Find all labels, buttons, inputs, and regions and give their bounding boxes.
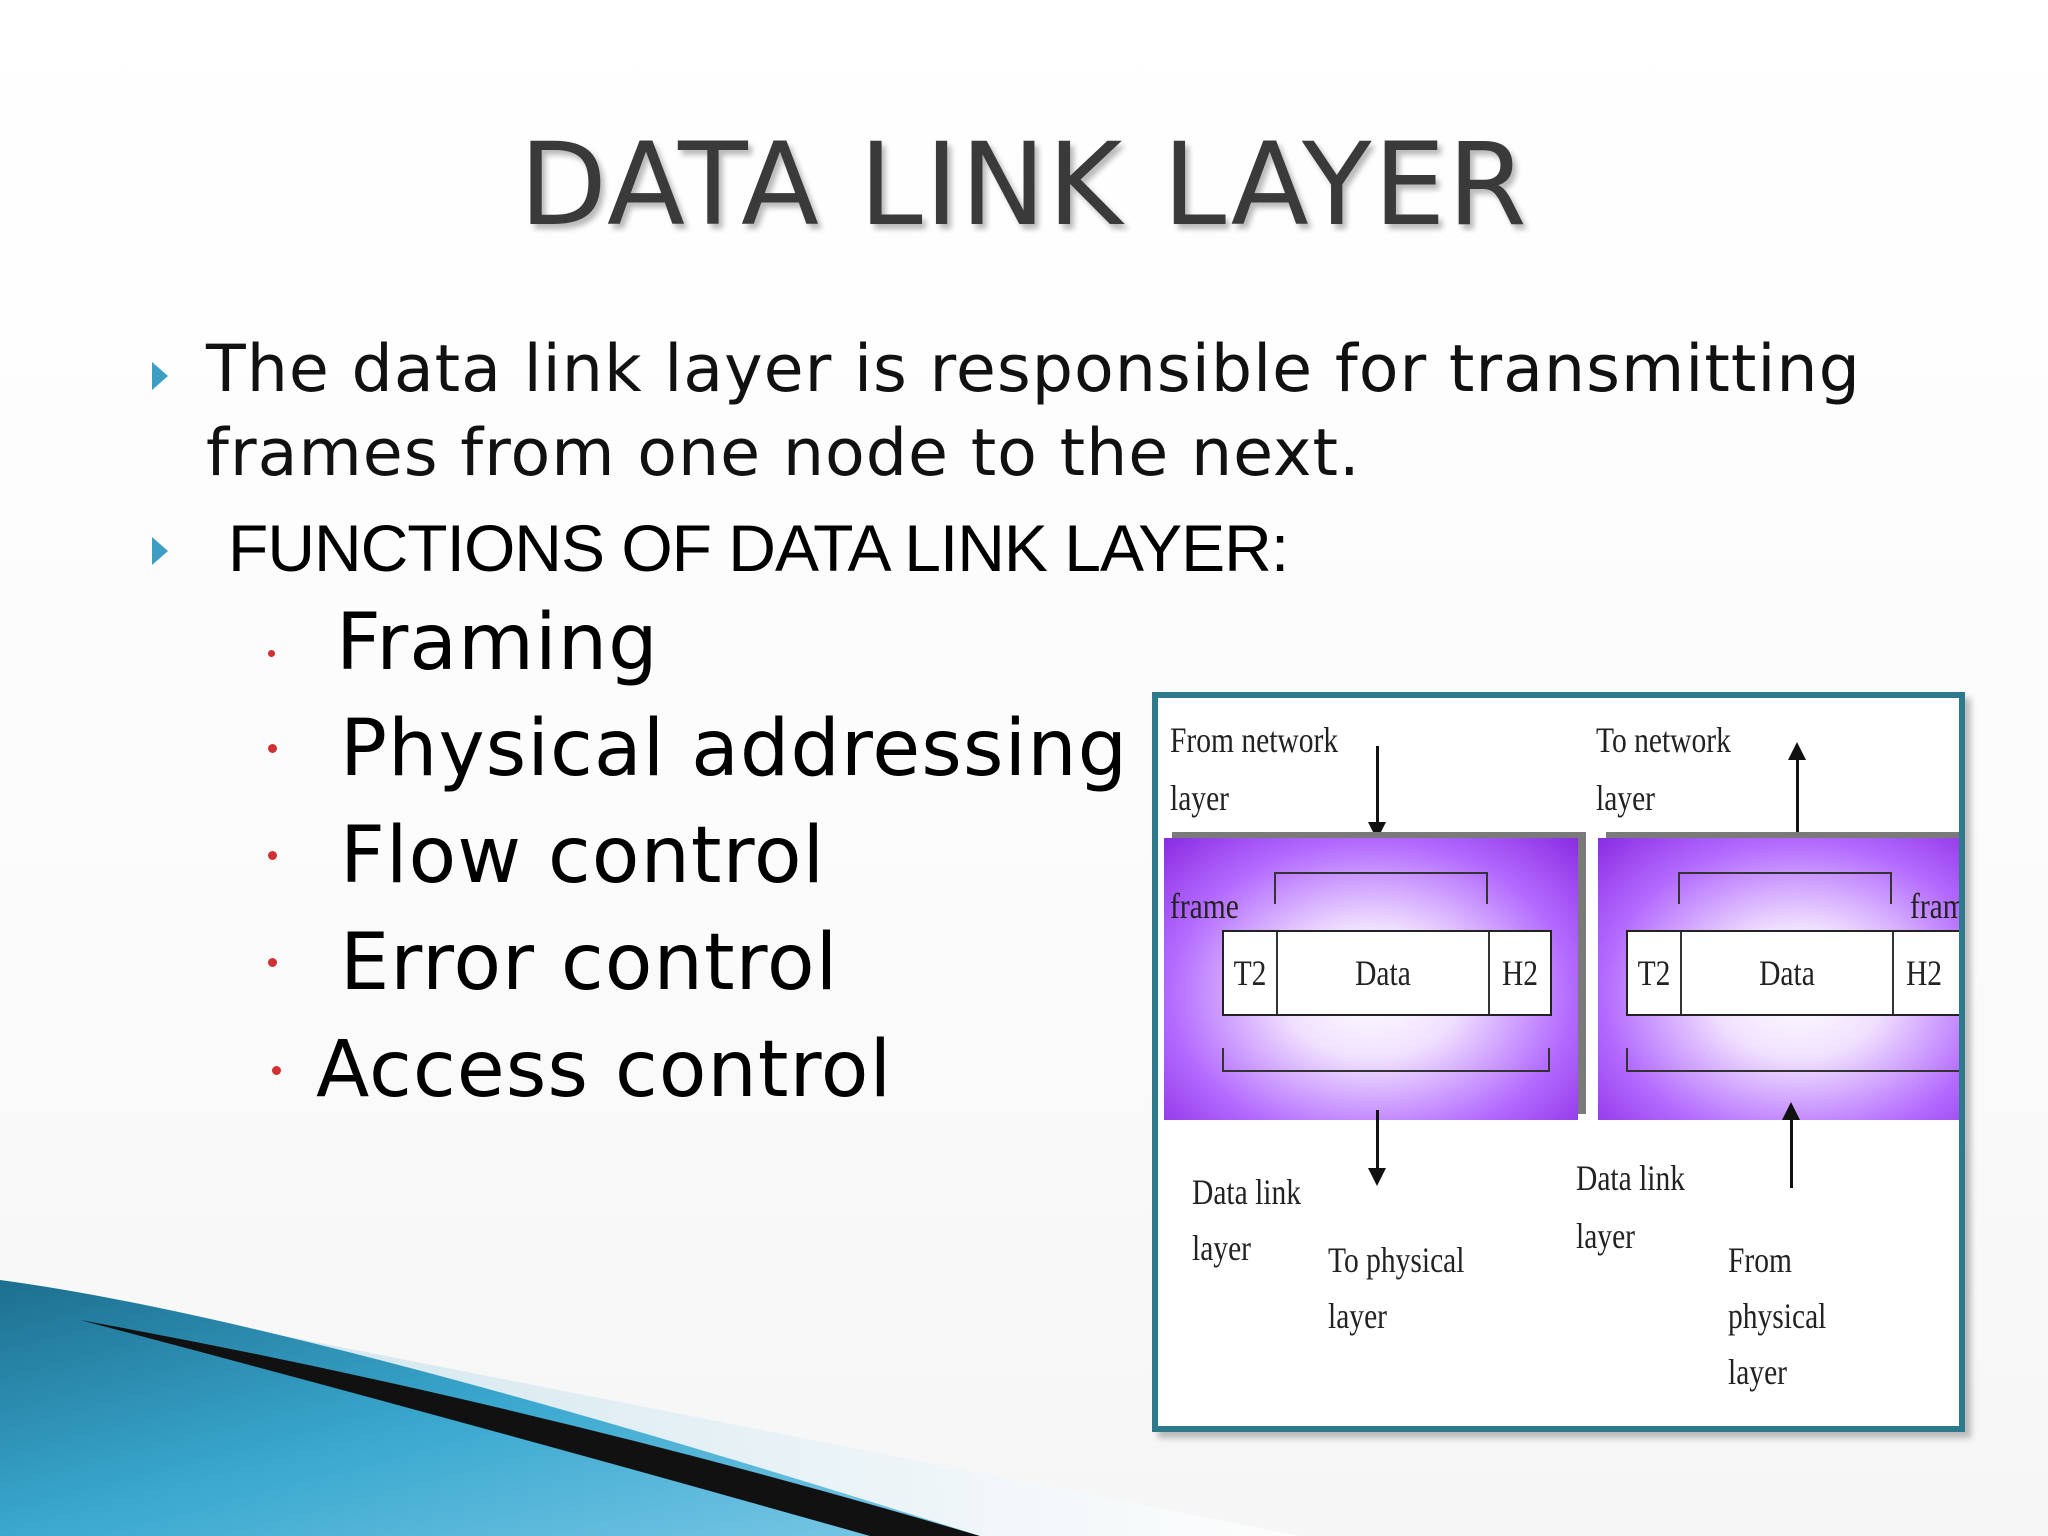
frame-cells: T2 Data H2 bbox=[1626, 930, 1959, 1016]
cell-header: H2 bbox=[1501, 953, 1539, 993]
frame-bracket-top bbox=[1678, 872, 1892, 904]
function-item: Physical addressing bbox=[340, 704, 1129, 794]
arrow-head-icon bbox=[1782, 1102, 1800, 1120]
arrow-down-icon bbox=[1376, 1110, 1379, 1170]
cell-trailer: T2 bbox=[1637, 953, 1671, 993]
sub-bullet-dot-icon bbox=[268, 744, 277, 753]
cell-trailer: T2 bbox=[1233, 953, 1267, 993]
frame-cells: T2 Data H2 bbox=[1222, 930, 1552, 1016]
slide-title: DATA LINK LAYER bbox=[519, 118, 1529, 251]
label-layer: layer bbox=[1170, 778, 1230, 818]
sub-bullet-dot-icon bbox=[268, 650, 275, 657]
label-physical: physical bbox=[1728, 1296, 1827, 1336]
label-from: From bbox=[1728, 1240, 1792, 1280]
arrow-up-icon bbox=[1796, 758, 1799, 838]
sub-bullet-dot-icon bbox=[268, 851, 277, 860]
bullet-arrow-icon bbox=[152, 362, 168, 390]
arrow-head-icon bbox=[1368, 1168, 1386, 1186]
cell-data: Data bbox=[1355, 953, 1411, 993]
arrow-head-icon bbox=[1368, 822, 1386, 840]
bullet-text-1: The data link layer is responsible for t… bbox=[206, 332, 1861, 491]
arrow-down-icon bbox=[1376, 746, 1379, 826]
label-layer: layer bbox=[1328, 1296, 1388, 1336]
label-layer: layer bbox=[1596, 778, 1656, 818]
cell-data: Data bbox=[1759, 953, 1815, 993]
sub-bullet-dot-icon bbox=[272, 1066, 281, 1075]
frame-bracket-bottom bbox=[1222, 1048, 1550, 1072]
cell-separator bbox=[1276, 932, 1278, 1014]
function-item: Error control bbox=[340, 918, 839, 1008]
label-frame: frame bbox=[1910, 886, 1965, 926]
label-layer: layer bbox=[1576, 1216, 1636, 1256]
cell-separator bbox=[1488, 932, 1490, 1014]
label-layer: layer bbox=[1728, 1352, 1788, 1392]
label-data-link: Data link bbox=[1576, 1158, 1686, 1198]
arrow-up-icon bbox=[1790, 1118, 1793, 1188]
bullet-arrow-icon bbox=[152, 537, 168, 565]
decorative-swoosh bbox=[0, 1280, 1300, 1536]
cell-separator bbox=[1892, 932, 1894, 1014]
function-item: Access control bbox=[316, 1025, 893, 1115]
label-data-link: Data link bbox=[1192, 1172, 1302, 1212]
sub-bullet-dot-icon bbox=[268, 958, 277, 967]
label-frame: frame bbox=[1170, 886, 1239, 926]
data-link-diagram: From network layer frame T2 Data H2 Data… bbox=[1152, 692, 1965, 1432]
cell-header: H2 bbox=[1905, 953, 1943, 993]
function-item: Framing bbox=[336, 598, 659, 688]
label-from-network: From network bbox=[1170, 720, 1339, 760]
label-to-physical: To physical bbox=[1328, 1240, 1465, 1280]
frame-bracket-top bbox=[1274, 872, 1488, 904]
label-to-network: To network bbox=[1596, 720, 1731, 760]
cell-separator bbox=[1680, 932, 1682, 1014]
arrow-head-icon bbox=[1788, 742, 1806, 760]
bullet-text-2: FUNCTIONS OF DATA LINK LAYER: bbox=[228, 511, 1289, 585]
label-layer: layer bbox=[1192, 1228, 1252, 1268]
function-item: Flow control bbox=[340, 811, 826, 901]
frame-bracket-bottom bbox=[1626, 1048, 1959, 1072]
